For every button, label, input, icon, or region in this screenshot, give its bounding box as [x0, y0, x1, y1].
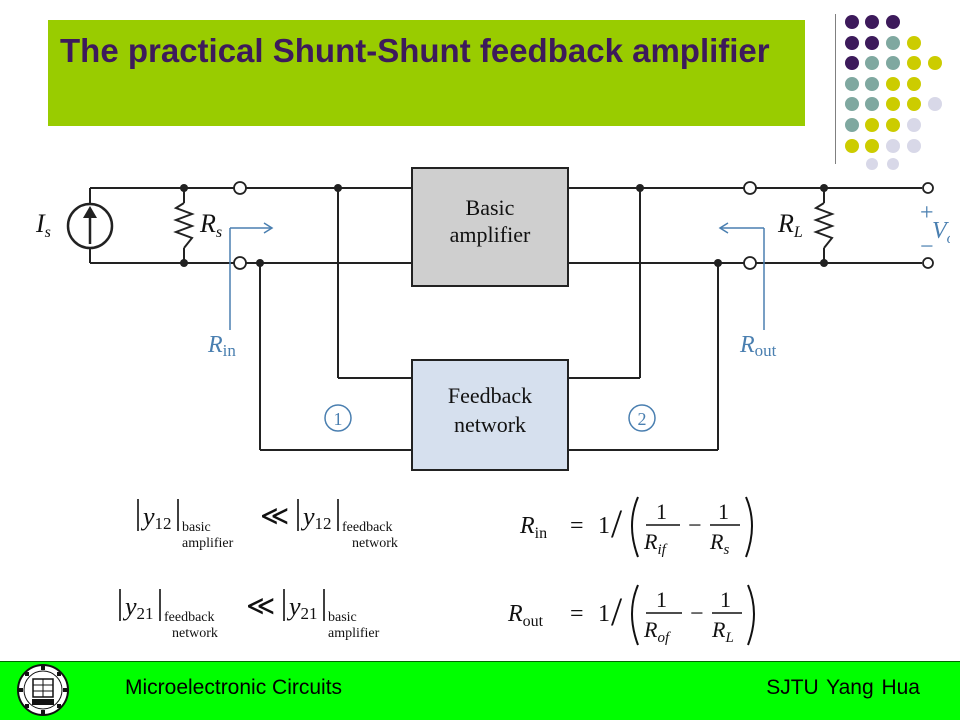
circuit-wires: [89, 187, 922, 451]
rin-paren-right: [745, 496, 753, 558]
basic-amp-line1: Basic: [466, 195, 515, 220]
rin-arrow-icon: [229, 222, 274, 330]
eq2-feedback: feedback: [164, 610, 215, 625]
rin-frac2-den: Rs: [709, 529, 729, 558]
eq2-amplifier: amplifier: [328, 626, 380, 641]
eq2-basic: basic: [328, 610, 357, 625]
rin-frac1-num: 1: [656, 499, 667, 524]
eq2-network: network: [172, 626, 218, 641]
vo-label: Vo: [932, 218, 950, 247]
eq2-y-left: y21: [122, 592, 154, 623]
dot-row-5: [845, 97, 942, 111]
rout-frac2-num: 1: [720, 587, 731, 612]
footer-bar: [0, 661, 960, 720]
eq1-feedback: feedback: [342, 520, 393, 535]
shunt-shunt-circuit-diagram: Basic amplifier Feedback network Is Rs R…: [35, 167, 950, 471]
rin-frac1-den: Rif: [643, 529, 668, 558]
rin-paren-left: [631, 496, 639, 558]
footer-author: SJTU Yang Hua: [766, 676, 920, 699]
abs-bars-row2: [119, 589, 325, 621]
rout-frac1-num: 1: [656, 587, 667, 612]
dot-row-7: [845, 139, 921, 153]
vo-minus: −: [920, 234, 934, 260]
abs-bars-row1: [137, 499, 339, 531]
source-label: Is: [35, 209, 51, 241]
rin-label: Rin: [207, 332, 236, 360]
feedback-network-block: [411, 359, 569, 471]
rout-formula-lhs: Rout: [507, 601, 544, 630]
decorative-dot-grid: [845, 15, 942, 170]
rs-label: Rs: [199, 209, 222, 241]
junction-dots: [180, 184, 828, 267]
rin-frac2-num: 1: [718, 499, 729, 524]
rin-formula-minus: −: [688, 513, 702, 539]
divider-line: [835, 14, 836, 164]
footer-divider: [0, 661, 960, 662]
feedback-line2: network: [454, 412, 526, 437]
dot-row-4: [845, 77, 921, 91]
current-source-icon: [66, 202, 114, 250]
rout-formula-minus: −: [690, 601, 704, 627]
rout-formula-eq: =: [570, 601, 584, 627]
basic-amp-line2: amplifier: [450, 222, 531, 247]
eq1-basic: basic: [182, 520, 211, 535]
eq1-network: network: [352, 536, 398, 551]
port-2-circle: [628, 404, 656, 432]
rout-label: Rout: [739, 332, 777, 360]
rout-frac1-den: Rof: [643, 617, 671, 646]
vo-plus: +: [920, 200, 934, 226]
title-banner: The practical Shunt-Shunt feedback ampli…: [48, 20, 805, 126]
footer-course-name: Microelectronic Circuits: [125, 676, 343, 699]
rout-formula-slash: /: [611, 589, 623, 634]
dot-row-8: [866, 158, 899, 170]
eq2-y-right: y21: [286, 592, 318, 623]
condition-equations: y12 basic amplifier ≪ y12 feedback netwo…: [119, 496, 755, 646]
rout-paren-left: [631, 584, 639, 646]
port-1-label: 1: [334, 409, 343, 429]
eq1-y-right: y12: [300, 502, 332, 533]
basic-amplifier-block: [411, 167, 569, 287]
port-2-label: 2: [638, 409, 647, 429]
eq1-y-left: y12: [140, 502, 172, 533]
eq1-much-less: ≪: [260, 501, 289, 532]
rout-paren-right: [747, 584, 755, 646]
port-1-circle: [324, 404, 352, 432]
dot-row-6: [845, 118, 921, 132]
rout-formula-one: 1: [598, 601, 610, 627]
university-seal-icon: [17, 664, 69, 716]
eq2-much-less: ≪: [246, 591, 275, 622]
rin-formula-one: 1: [598, 513, 610, 539]
rin-formula-eq: =: [570, 513, 584, 539]
rout-arrow-icon: [718, 222, 765, 330]
rin-formula-lhs: Rin: [519, 513, 547, 542]
rout-frac2-den: RL: [711, 617, 734, 646]
open-terminals: [233, 181, 934, 270]
eq1-amplifier: amplifier: [182, 536, 234, 551]
dot-row-1: [845, 15, 900, 29]
rl-label: RL: [777, 209, 803, 241]
dot-row-3: [845, 56, 942, 70]
slide-title: The practical Shunt-Shunt feedback ampli…: [60, 32, 770, 69]
dot-row-2: [845, 36, 921, 50]
feedback-line1: Feedback: [448, 383, 532, 408]
rin-formula-slash: /: [611, 501, 623, 546]
